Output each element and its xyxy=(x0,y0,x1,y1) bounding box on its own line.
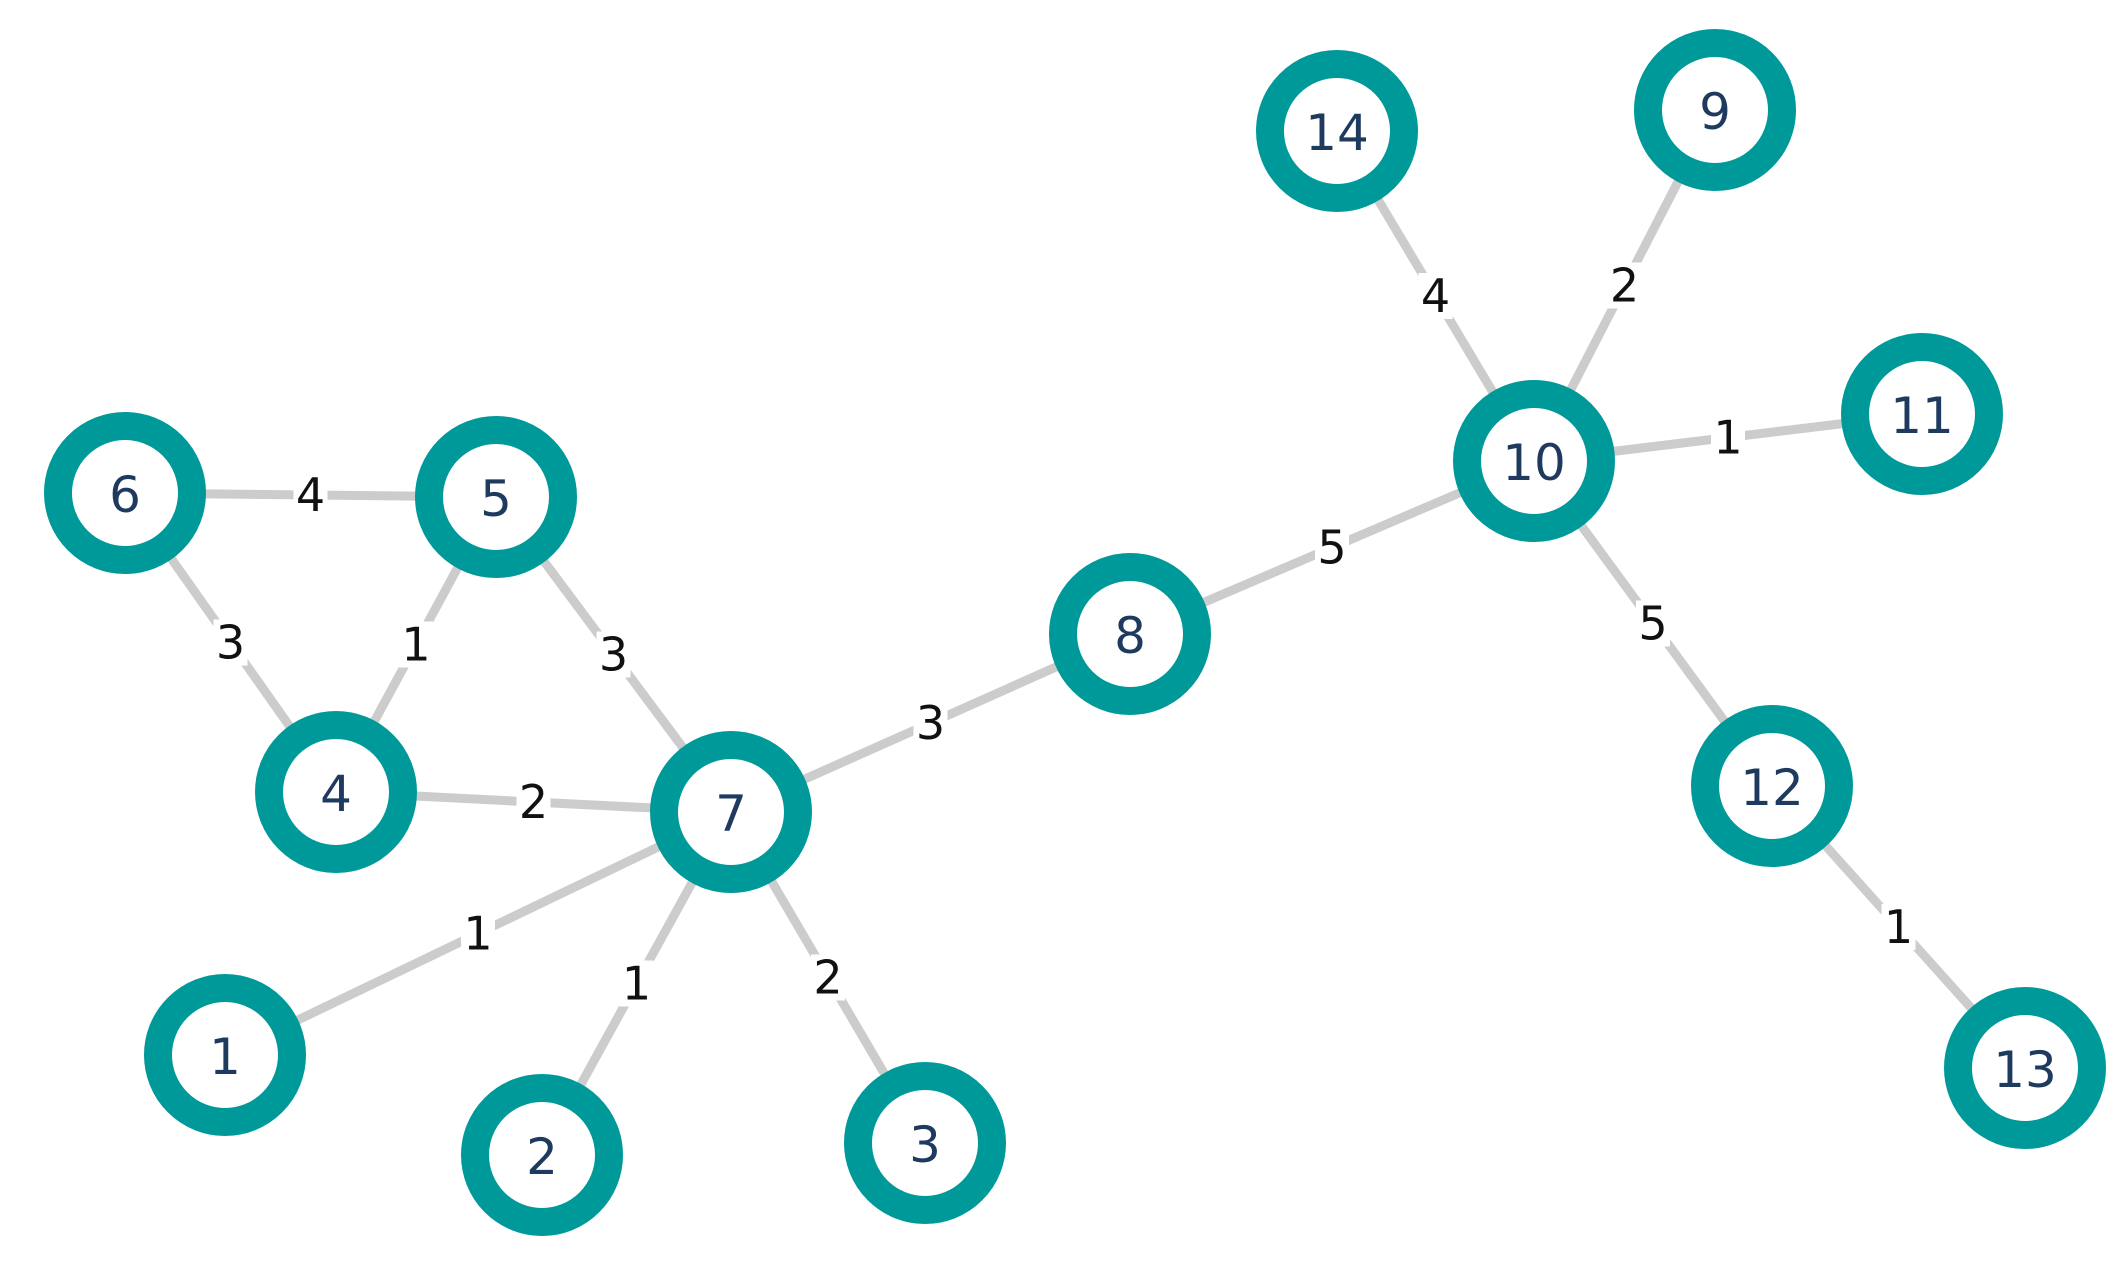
node-label-2: 2 xyxy=(526,1128,558,1186)
edge-weight-6-4: 3 xyxy=(216,616,245,670)
node-8: 8 xyxy=(1049,553,1211,715)
node-label-3: 3 xyxy=(909,1116,941,1174)
edge-weight-background xyxy=(1881,904,1916,950)
node-circle-7 xyxy=(650,731,812,893)
node-circle-9 xyxy=(1634,29,1796,191)
edge-weight-7-3: 2 xyxy=(813,951,842,1005)
edge-weight-background xyxy=(516,779,551,825)
node-circle-1 xyxy=(144,974,306,1136)
edge-weight-background xyxy=(399,621,433,668)
edge-weight-10-12: 5 xyxy=(1638,597,1667,651)
node-3: 3 xyxy=(844,1062,1006,1224)
node-circle-14 xyxy=(1256,50,1418,212)
node-label-9: 9 xyxy=(1699,83,1731,141)
node-2: 2 xyxy=(461,1074,623,1236)
edge-weight-background xyxy=(811,954,845,1001)
node-circle-4 xyxy=(255,711,417,873)
node-11: 11 xyxy=(1841,333,2003,495)
edge-weight-background xyxy=(293,472,328,518)
node-label-5: 5 xyxy=(480,470,512,528)
edge-weight-background xyxy=(619,960,654,1007)
node-label-4: 4 xyxy=(320,765,352,823)
edge-weight-7-8: 3 xyxy=(916,696,945,750)
node-label-11: 11 xyxy=(1890,387,1954,445)
edge-weight-background xyxy=(1607,262,1642,309)
node-circle-8 xyxy=(1049,553,1211,715)
edge-weight-10-11: 1 xyxy=(1713,411,1742,465)
node-circle-3 xyxy=(844,1062,1006,1224)
node-7: 7 xyxy=(650,731,812,893)
node-label-10: 10 xyxy=(1502,434,1566,492)
node-label-8: 8 xyxy=(1114,607,1146,665)
node-10: 10 xyxy=(1453,380,1615,542)
edge-weight-8-10: 5 xyxy=(1317,521,1346,575)
edge-weight-background xyxy=(1711,414,1745,461)
node-13: 13 xyxy=(1944,987,2106,1149)
edge-weight-5-4: 1 xyxy=(401,618,430,672)
node-label-12: 12 xyxy=(1740,759,1804,817)
node-12: 12 xyxy=(1691,705,1853,867)
edge-weight-7-2: 1 xyxy=(622,957,651,1011)
node-4: 4 xyxy=(255,711,417,873)
node-circle-6 xyxy=(44,412,206,574)
edge-weight-background xyxy=(1315,524,1349,571)
edge-weight-6-5: 4 xyxy=(296,468,325,522)
node-circle-13 xyxy=(1944,987,2106,1149)
node-label-14: 14 xyxy=(1305,104,1369,162)
node-circle-12 xyxy=(1691,705,1853,867)
edge-weight-7-1: 1 xyxy=(463,907,492,961)
edge-weight-background xyxy=(913,700,948,746)
edge-weight-background xyxy=(461,910,495,957)
edge-weight-4-7: 2 xyxy=(519,775,548,829)
node-1: 1 xyxy=(144,974,306,1136)
edge-weight-background xyxy=(213,619,248,666)
node-9: 9 xyxy=(1634,29,1796,191)
node-circle-2 xyxy=(461,1074,623,1236)
node-label-6: 6 xyxy=(109,466,141,524)
node-label-1: 1 xyxy=(209,1028,241,1086)
node-label-7: 7 xyxy=(715,785,747,843)
edge-weight-10-9: 2 xyxy=(1610,259,1639,313)
node-circle-5 xyxy=(415,416,577,578)
node-label-13: 13 xyxy=(1993,1041,2057,1099)
edge-weight-background xyxy=(1636,600,1670,647)
node-14: 14 xyxy=(1256,50,1418,212)
edge-weight-background xyxy=(1418,273,1453,319)
edge-weight-5-7: 3 xyxy=(599,628,628,682)
edge-weight-10-14: 4 xyxy=(1421,269,1450,323)
edge-weight-background xyxy=(596,631,631,678)
node-circle-10 xyxy=(1453,380,1615,542)
edge-weight-12-13: 1 xyxy=(1884,900,1913,954)
node-5: 5 xyxy=(415,416,577,578)
node-circle-11 xyxy=(1841,333,2003,495)
node-6: 6 xyxy=(44,412,206,574)
